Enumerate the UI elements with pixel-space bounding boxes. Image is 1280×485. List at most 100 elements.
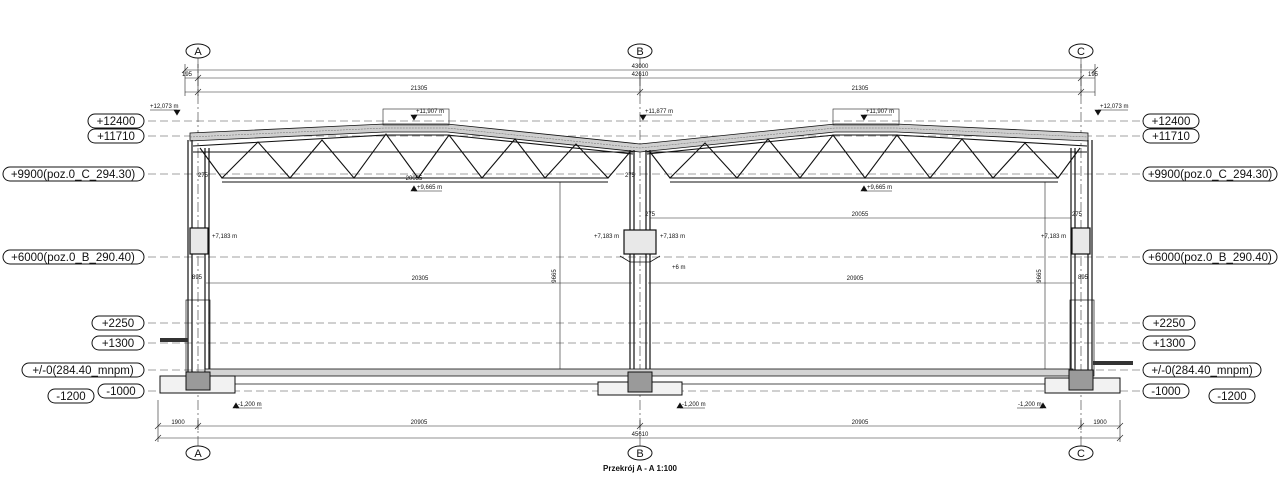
dim-truss-span-left: 20055 bbox=[406, 176, 423, 182]
truss-right bbox=[646, 134, 1088, 183]
level-label-right-1300: +1300 bbox=[1142, 335, 1196, 351]
axis-label: C bbox=[1077, 46, 1085, 58]
svg-text:+11710: +11710 bbox=[97, 131, 135, 143]
drawing-caption: Przekrój A - A 1:100 bbox=[603, 464, 678, 473]
column-c bbox=[1069, 140, 1095, 377]
svg-text:+12400: +12400 bbox=[1152, 116, 1191, 128]
annotation-chord-right: +9,665 m bbox=[867, 185, 892, 191]
ridge-box-right bbox=[832, 108, 900, 126]
dim-col-275-a: 275 bbox=[198, 173, 209, 179]
dim-col-275-b: 275 bbox=[625, 173, 636, 179]
dim-col-275-d: 275 bbox=[1072, 212, 1083, 218]
dim-bottom-edge-left: 1900 bbox=[171, 420, 185, 426]
ground-ledges bbox=[160, 338, 1133, 365]
level-label-right-12400: +12400 bbox=[1142, 113, 1200, 129]
axis-label: B bbox=[636, 448, 643, 460]
axis-label: B bbox=[636, 46, 643, 58]
annotation-bracket-b-left: +7,183 m bbox=[594, 234, 619, 240]
svg-text:+9900(poz.0_C_294.30): +9900(poz.0_C_294.30) bbox=[11, 169, 136, 181]
level-label-left-1300: +1300 bbox=[91, 335, 145, 351]
svg-text:+9900(poz.0_C_294.30): +9900(poz.0_C_294.30) bbox=[1148, 169, 1273, 181]
svg-text:-1000: -1000 bbox=[1151, 386, 1180, 398]
annotation-footing-b: -1,200 m bbox=[682, 402, 706, 408]
annotation-chord-left: +9,665 m bbox=[417, 185, 442, 191]
svg-text:-1200: -1200 bbox=[56, 391, 85, 403]
left-level-labels: +12400 +11710 +9900(poz.0_C_294.30) +600… bbox=[2, 113, 145, 404]
axis-label: A bbox=[194, 46, 202, 58]
annotation-bracket-b-right: +7,183 m bbox=[660, 234, 685, 240]
svg-text:+11710: +11710 bbox=[1152, 131, 1190, 143]
svg-text:-1200: -1200 bbox=[1217, 391, 1246, 403]
svg-text:-1000: -1000 bbox=[106, 386, 135, 398]
dim-col-895-left: 895 bbox=[192, 275, 203, 281]
dim-col-895-right: 895 bbox=[1078, 275, 1089, 281]
dim-clear-span-right: 20905 bbox=[847, 276, 864, 282]
dim-bottom-span-right: 20905 bbox=[852, 420, 869, 426]
dim-clear-span-left: 20305 bbox=[412, 276, 429, 282]
level-label-left-2250: +2250 bbox=[91, 315, 145, 331]
dim-bottom-edge-right: 1900 bbox=[1093, 420, 1107, 426]
annotation-ridge-left: +11,907 m bbox=[416, 109, 444, 115]
axis-bubble-bottom-b: B bbox=[627, 445, 653, 461]
level-label-left-11710: +11710 bbox=[87, 128, 145, 144]
axis-bubble-top-b: B bbox=[627, 43, 653, 59]
dim-edge-right: 195 bbox=[1088, 72, 1099, 78]
foundation-b bbox=[597, 371, 683, 396]
bottom-dimensions bbox=[154, 400, 1124, 442]
annotation-footing-c: -1,200 m bbox=[1018, 402, 1042, 408]
dim-overall-inner: 42610 bbox=[632, 72, 649, 78]
annotation-valley: +11,877 m bbox=[645, 109, 673, 115]
svg-text:+1300: +1300 bbox=[1153, 338, 1185, 350]
level-label-left-9900: +9900(poz.0_C_294.30) bbox=[2, 166, 145, 182]
dim-edge-left: 195 bbox=[182, 72, 193, 78]
truss-left bbox=[192, 133, 634, 183]
column-b bbox=[619, 150, 661, 376]
axis-bubble-bottom-c: C bbox=[1068, 445, 1094, 461]
svg-text:+/-0(284.40_mnpm): +/-0(284.40_mnpm) bbox=[32, 365, 133, 377]
level-label-left-minus1200: -1200 bbox=[47, 388, 95, 404]
svg-text:+2250: +2250 bbox=[1153, 318, 1185, 330]
axis-bubble-top-c: C bbox=[1068, 43, 1094, 59]
svg-text:+2250: +2250 bbox=[102, 318, 134, 330]
svg-text:+/-0(284.40_mnpm): +/-0(284.40_mnpm) bbox=[1151, 365, 1252, 377]
level-label-right-9900: +9900(poz.0_C_294.30) bbox=[1142, 166, 1278, 182]
level-label-left-12400: +12400 bbox=[87, 113, 145, 129]
dim-bottom-span-left: 20905 bbox=[411, 420, 428, 426]
annotation-bracket-c: +7,183 m bbox=[1041, 234, 1066, 240]
level-label-right-11710: +11710 bbox=[1142, 128, 1200, 144]
dim-roof-span-right: 21305 bbox=[852, 86, 869, 92]
annotation-markers bbox=[150, 109, 1128, 409]
column-a bbox=[185, 140, 211, 377]
level-label-left-minus1000: -1000 bbox=[97, 383, 145, 399]
svg-text:+6000(poz.0_B_290.40): +6000(poz.0_B_290.40) bbox=[11, 252, 135, 264]
svg-text:+1300: +1300 bbox=[102, 338, 134, 350]
axis-bubble-top-a: A bbox=[185, 43, 211, 59]
axis-label: C bbox=[1077, 448, 1085, 460]
level-label-right-2250: +2250 bbox=[1142, 315, 1196, 331]
level-label-right-minus1200: -1200 bbox=[1208, 388, 1256, 404]
svg-text:+6000(poz.0_B_290.40): +6000(poz.0_B_290.40) bbox=[1148, 252, 1272, 264]
axis-bubble-bottom-a: A bbox=[185, 445, 211, 461]
top-dimensions bbox=[181, 64, 1099, 96]
level-label-left-6000: +6000(poz.0_B_290.40) bbox=[2, 249, 145, 265]
dim-bottom-total: 45610 bbox=[632, 432, 649, 438]
ridge-box-left bbox=[382, 108, 450, 126]
dim-col-275-c: 275 bbox=[645, 212, 656, 218]
dim-truss-span-right: 20055 bbox=[852, 212, 869, 218]
dim-height-right: 9665 bbox=[1037, 269, 1043, 283]
level-label-right-6000: +6000(poz.0_B_290.40) bbox=[1142, 249, 1278, 265]
axis-label: A bbox=[194, 448, 202, 460]
foundation-a bbox=[159, 371, 236, 394]
svg-text:+12400: +12400 bbox=[97, 116, 136, 128]
foundation-c bbox=[1044, 369, 1121, 394]
level-label-left-zero: +/-0(284.40_mnpm) bbox=[21, 362, 145, 378]
annotation-eave-left: +12,073 m bbox=[150, 104, 179, 110]
interior-dimensions bbox=[206, 182, 1074, 369]
dim-roof-span-left: 21305 bbox=[411, 86, 428, 92]
level-label-right-minus1000: -1000 bbox=[1142, 383, 1190, 399]
annotation-footing-a: -1,200 m bbox=[238, 402, 262, 408]
dim-height-left: 9665 bbox=[552, 269, 558, 283]
annotation-ridge-right: +11,907 m bbox=[866, 109, 894, 115]
dim-overall-outer: 43000 bbox=[632, 64, 649, 70]
